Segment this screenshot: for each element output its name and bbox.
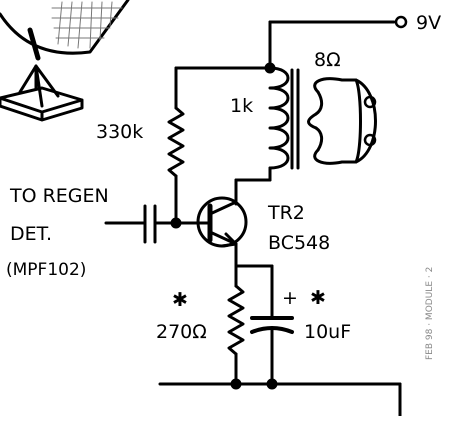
dish-antenna-illustration xyxy=(0,0,130,122)
junction-dot xyxy=(170,217,182,229)
input-label-line3: (MPF102) xyxy=(6,260,86,280)
speaker-8-ohm xyxy=(307,77,377,165)
supply-terminal xyxy=(394,15,408,29)
transistor-ref-label: TR2 xyxy=(267,202,305,224)
bias-resistor-label: 330k xyxy=(96,121,143,143)
speaker-impedance-label: 8Ω xyxy=(314,49,341,71)
supply-label: 9V xyxy=(416,12,441,34)
capacitor-asterisk: ✱ xyxy=(310,287,326,309)
emitter-capacitor-10uf xyxy=(250,264,294,384)
emitter-resistor-270 xyxy=(227,284,245,384)
emitter-resistor-label: 270Ω xyxy=(156,321,207,343)
bias-resistor-330k xyxy=(167,66,272,224)
side-watermark-text: FEB 98 · MODULE · 2 xyxy=(425,267,435,360)
input-label-line1: TO REGEN xyxy=(9,185,109,207)
transistor-part-label: BC548 xyxy=(268,232,330,254)
junction-dot xyxy=(266,378,278,390)
resistor-asterisk: ✱ xyxy=(172,289,188,311)
transformer-coil-1k xyxy=(268,66,300,182)
ground-rail xyxy=(158,382,402,418)
emitter-capacitor-label: 10uF xyxy=(304,321,351,343)
input-label-line2: DET. xyxy=(10,223,52,245)
transistor-tr2 xyxy=(196,196,248,248)
input-coupling-capacitor xyxy=(104,204,212,244)
junction-dot xyxy=(230,378,242,390)
capacitor-polarity-label: + xyxy=(282,287,298,309)
supply-rail xyxy=(268,15,408,70)
transformer-label: 1k xyxy=(230,95,253,117)
